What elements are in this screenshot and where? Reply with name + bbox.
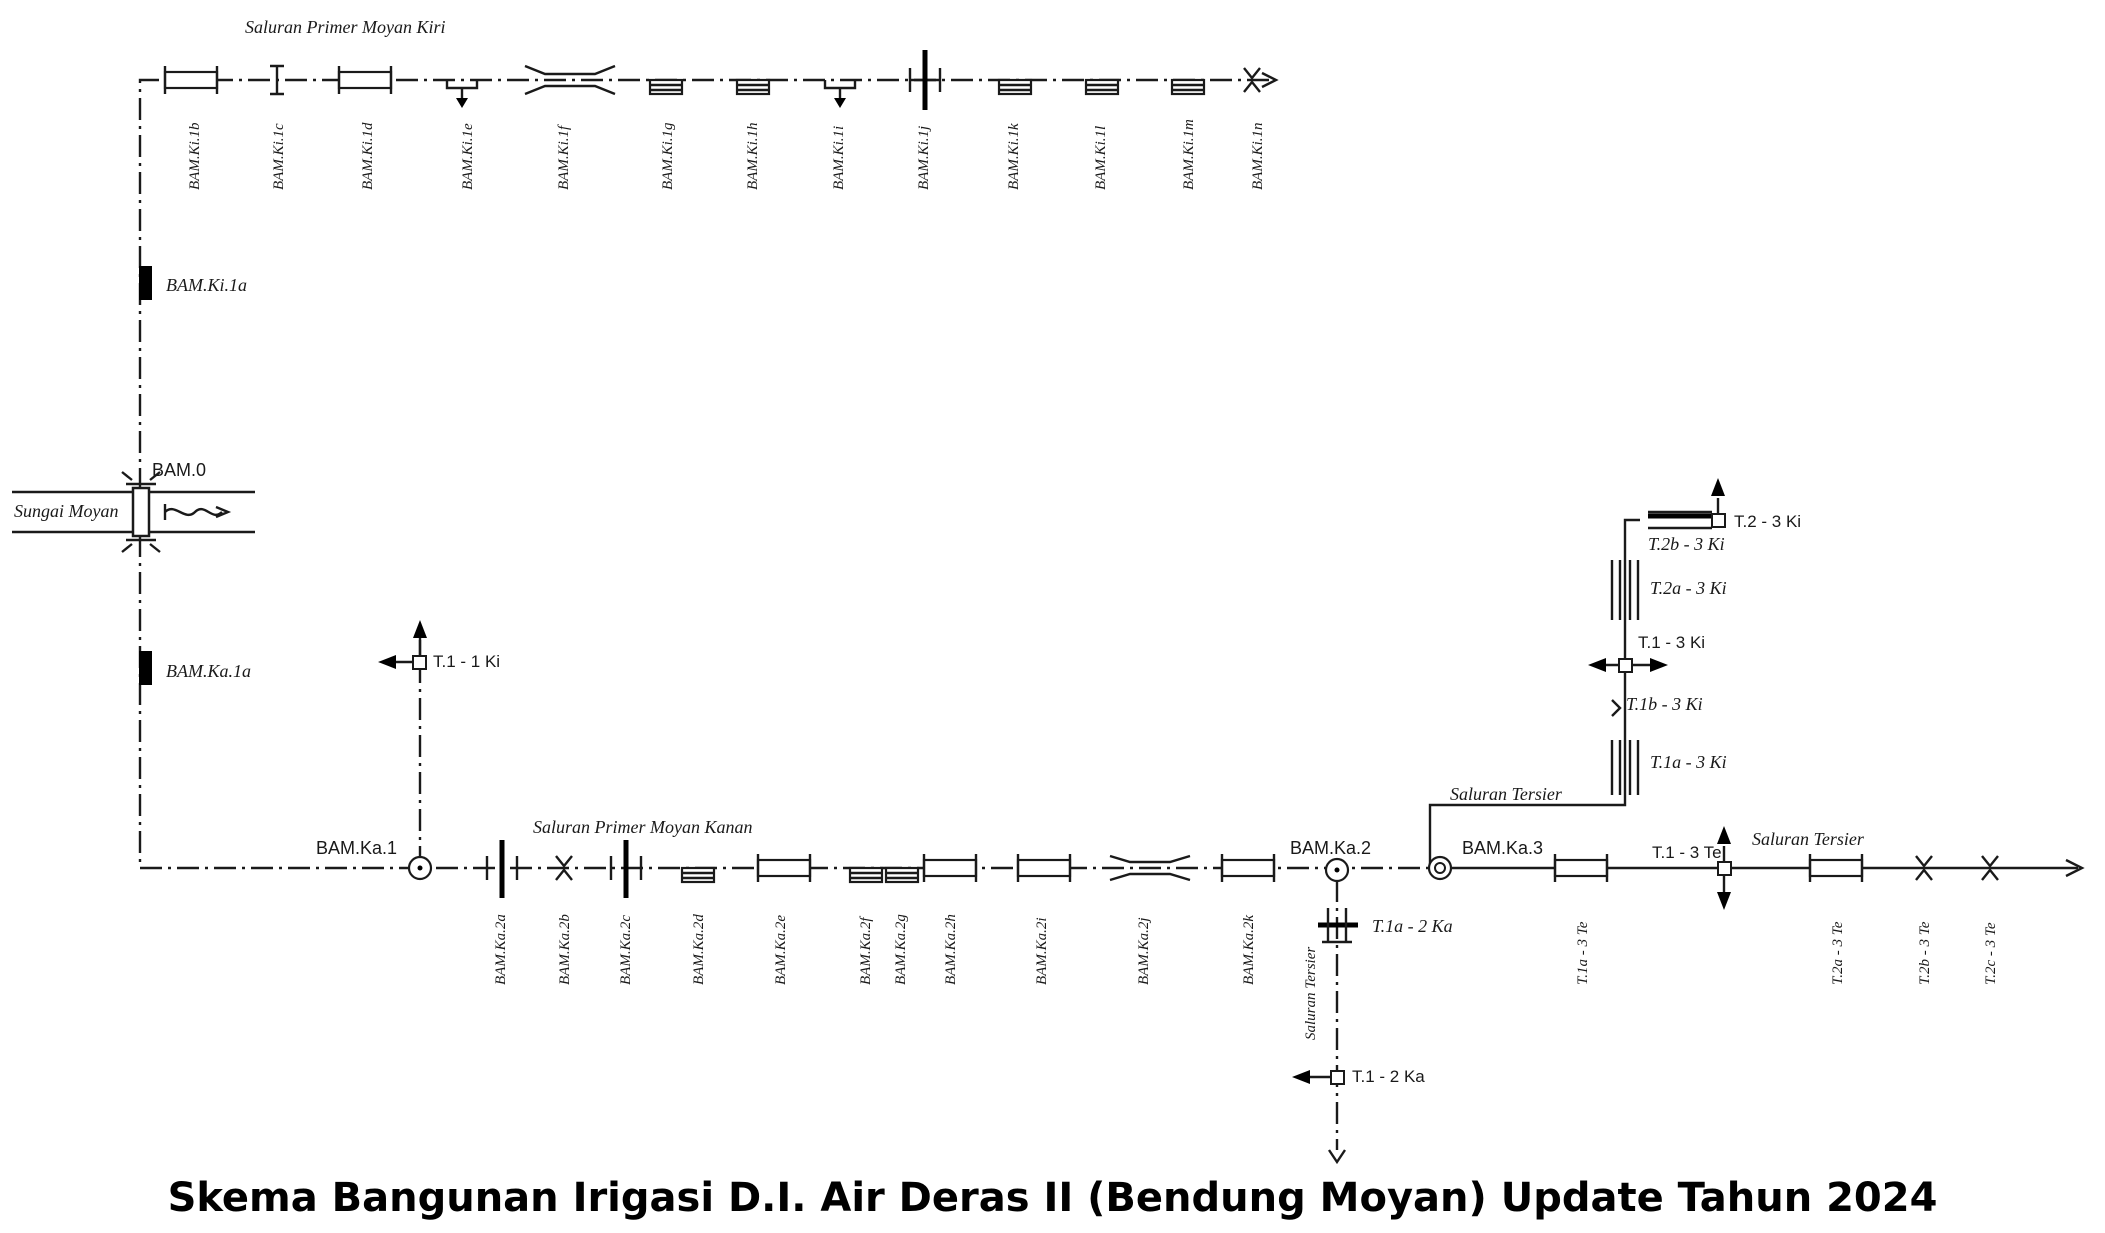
kanan-structure-labels: BAM.Ka.2a BAM.Ka.2b BAM.Ka.2c BAM.Ka.2d … [493, 914, 1257, 985]
structure-t2b-3te [1915, 855, 1933, 881]
ki-label: BAM.Ki.1b [187, 122, 203, 190]
t2a-3ki-label: T.2a - 3 Ki [1650, 578, 1727, 598]
structure-ki-1f [524, 64, 616, 96]
structure-ka-2e [756, 854, 812, 882]
t1-3te-label: T.1 - 3 Te [1652, 843, 1722, 862]
ka-label: BAM.Ka.2c [618, 915, 634, 985]
t2-3ki-label: T.2 - 3 Ki [1734, 512, 1801, 531]
structure-ka-2f [848, 866, 884, 884]
ki-label: BAM.Ki.1j [916, 126, 932, 190]
t1a-3ki-label: T.1a - 3 Ki [1650, 752, 1727, 772]
tersier-structure-labels: T.1a - 3 Te T.2a - 3 Te T.2b - 3 Te T.2c… [1575, 921, 1999, 985]
weir-label: BAM.0 [152, 460, 206, 480]
ka-label: BAM.Ka.2d [691, 914, 707, 985]
node-ka-1 [407, 855, 433, 881]
diagram-caption: Skema Bangunan Irigasi D.I. Air Deras II… [167, 1175, 1938, 1221]
structure-ka-2i [1016, 854, 1072, 882]
structure-ka-2j [1109, 854, 1191, 882]
tersier-structure-symbols [1553, 826, 1999, 910]
structure-ka-2a [485, 840, 519, 898]
t1a-2ka-label: T.1a - 2 Ka [1372, 916, 1453, 936]
ki-label: BAM.Ki.1i [831, 126, 847, 190]
ka-label: BAM.Ka.2k [1241, 915, 1257, 985]
gate-ka-1a [139, 651, 152, 685]
ki-label: BAM.Ki.1k [1006, 123, 1022, 190]
ka-label: BAM.Ka.2j [1136, 918, 1152, 986]
ka-3-label: BAM.Ka.3 [1462, 838, 1543, 858]
ki-label: BAM.Ki.1l [1093, 126, 1109, 190]
structure-ki-1l [1084, 78, 1120, 96]
te-label: T.2a - 3 Te [1830, 921, 1846, 985]
structure-ki-1b [163, 66, 219, 94]
structure-ki-1k [997, 78, 1033, 96]
branch-t1-2ka [1292, 1070, 1345, 1085]
ki-label: BAM.Ki.1g [660, 122, 676, 190]
t1-2ka-label: T.1 - 2 Ka [1352, 1067, 1425, 1086]
structure-ka-2h [922, 854, 978, 882]
structure-ka-2d [680, 866, 716, 884]
ka-label: BAM.Ka.2b [557, 914, 573, 985]
t1-1ki-label: T.1 - 1 Ki [433, 652, 500, 671]
ki-label: BAM.Ki.1e [460, 123, 476, 190]
t1b-3ki-label: T.1b - 3 Ki [1626, 694, 1703, 714]
ka-2-label: BAM.Ka.2 [1290, 838, 1371, 858]
node-ka-2 [1324, 857, 1350, 883]
structure-ki-1d [337, 66, 393, 94]
ki-label: BAM.Ki.1h [745, 123, 761, 191]
structure-ka-2g [884, 866, 920, 884]
ki-label: BAM.Ki.1c [271, 123, 287, 190]
node-ka-3 [1427, 855, 1453, 881]
ka-label: BAM.Ka.2h [943, 914, 959, 985]
kiri-structure-labels: BAM.Ki.1b BAM.Ki.1c BAM.Ki.1d BAM.Ki.1e … [187, 119, 1266, 190]
ki-label: BAM.Ki.1d [360, 122, 376, 190]
tersier-b-label: Saluran Tersier [1752, 829, 1865, 849]
tersier-vertical-label: Saluran Tersier [1303, 947, 1319, 1040]
te-label: T.1a - 3 Te [1575, 921, 1591, 985]
ka-label: BAM.Ka.2e [773, 915, 789, 985]
t1-3ki-label: T.1 - 3 Ki [1638, 633, 1705, 652]
kanan-channel-label: Saluran Primer Moyan Kanan [533, 817, 753, 837]
structure-ki-1e [445, 80, 479, 108]
structure-ki-1i [823, 80, 857, 108]
branch-t1-1ki [378, 620, 427, 670]
ki-label: BAM.Ki.1n [1250, 123, 1266, 191]
ki-label: BAM.Ki.1m [1181, 119, 1197, 190]
structure-t2a-3te [1808, 854, 1864, 882]
ka-1-label: BAM.Ka.1 [316, 838, 397, 858]
structure-ki-1m [1170, 78, 1206, 96]
te-label: T.2b - 3 Te [1917, 921, 1933, 985]
kanan-structure-symbols [485, 840, 1276, 898]
channel-lines [138, 78, 2078, 1150]
structure-ki-1j [908, 50, 942, 110]
structure-ka-2k [1220, 854, 1276, 882]
structure-t1a-2ka [1318, 908, 1358, 944]
ki-label: BAM.Ki.1f [556, 124, 572, 190]
kiri-structure-symbols [163, 50, 1261, 110]
structure-t1a-3te [1553, 854, 1609, 882]
branch-3ki [1588, 478, 1726, 795]
kiri-channel-label: Saluran Primer Moyan Kiri [245, 17, 446, 37]
structure-ka-2c [609, 840, 643, 898]
structure-ki-1n [1243, 67, 1261, 93]
node-t1-3te [1717, 826, 1732, 910]
te-label: T.2c - 3 Te [1983, 922, 1999, 985]
river-sungai-moyan [12, 471, 255, 553]
structure-ki-1g [648, 78, 684, 96]
t2b-3ki-label: T.2b - 3 Ki [1648, 534, 1725, 554]
structure-ki-1h [735, 78, 771, 96]
ki-1a-label: BAM.Ki.1a [166, 275, 247, 295]
ka-label: BAM.Ka.2g [893, 914, 909, 985]
structure-ka-2b [555, 855, 573, 881]
ka-label: BAM.Ka.2i [1034, 918, 1050, 986]
flow-arrows [1261, 71, 2085, 1165]
structure-t2c-3te [1981, 855, 1999, 881]
river-label: Sungai Moyan [14, 501, 118, 521]
gate-ki-1a [139, 266, 152, 300]
ka-1a-label: BAM.Ka.1a [166, 661, 251, 681]
ka-label: BAM.Ka.2a [493, 914, 509, 985]
structure-ki-1c [270, 64, 284, 96]
ka-label: BAM.Ka.2f [858, 916, 874, 985]
tersier-a-label: Saluran Tersier [1450, 784, 1563, 804]
